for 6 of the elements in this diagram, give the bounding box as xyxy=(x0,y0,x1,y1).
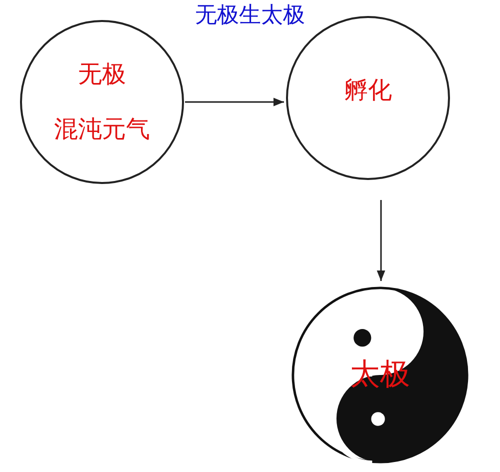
title: 无极生太极 xyxy=(194,3,306,29)
circle-label: 无极 xyxy=(78,60,126,89)
arrow xyxy=(376,200,386,281)
arrow xyxy=(185,98,284,106)
circle-label: 混沌元气 xyxy=(54,115,150,144)
circle-label: 孵化 xyxy=(344,76,392,104)
